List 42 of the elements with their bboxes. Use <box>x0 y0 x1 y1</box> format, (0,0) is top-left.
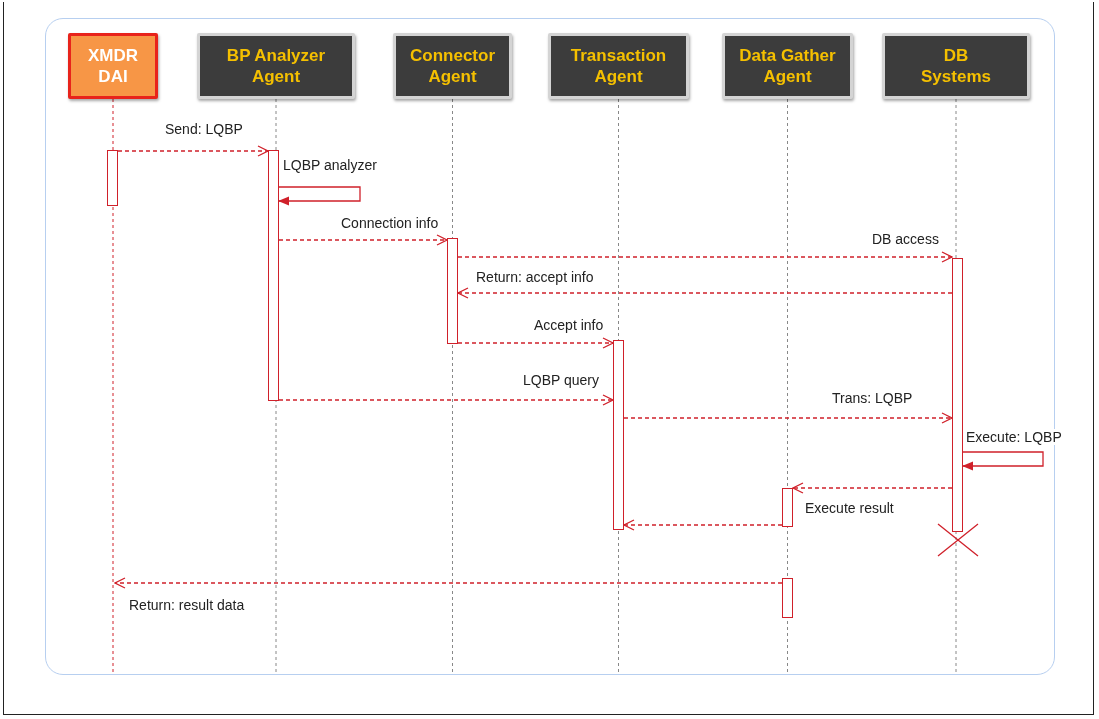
message-label: LQBP analyzer <box>281 157 379 173</box>
activation-bar <box>107 150 118 206</box>
lifeline-header <box>548 33 689 99</box>
message-arrow <box>278 234 448 246</box>
message-arrow <box>278 394 614 406</box>
message-label: LQBP query <box>521 372 601 388</box>
activation-bar <box>447 238 458 344</box>
message-label: Execute: LQBP <box>964 429 1064 445</box>
message-label: Connection info <box>339 215 441 231</box>
lifeline-header <box>722 33 853 99</box>
message-label: Trans: LQBP <box>830 390 915 406</box>
message-arrow <box>457 251 953 263</box>
header-text: XMDR DAI <box>88 45 138 87</box>
activation-bar <box>782 488 793 527</box>
lifeline-header <box>882 33 1030 99</box>
message-arrow <box>117 145 269 157</box>
activation-bar <box>782 578 793 618</box>
message-arrow <box>114 577 783 589</box>
header-text: DB Systems <box>920 45 992 87</box>
activation-bar <box>613 340 624 530</box>
lifeline-header <box>68 33 158 99</box>
message-arrow <box>457 337 614 349</box>
message-label: Return: result data <box>127 597 247 613</box>
message-arrow <box>623 412 953 424</box>
message-label: DB access <box>870 231 941 247</box>
self-message-arrow <box>962 451 1044 471</box>
header-text: Transaction Agent <box>569 45 668 87</box>
message-arrow <box>792 482 953 494</box>
self-message-arrow <box>278 186 361 206</box>
lifeline-header <box>393 33 512 99</box>
message-label: Execute result <box>803 500 896 516</box>
header-text: Data Gather Agent <box>738 45 837 87</box>
activation-bar <box>952 258 963 532</box>
activation-bar <box>268 150 279 401</box>
lifeline-header <box>197 33 355 99</box>
message-label: Return: accept info <box>474 269 596 285</box>
header-text: BP Analyzer Agent <box>225 45 327 87</box>
header-text: Connector Agent <box>409 45 496 87</box>
message-arrow <box>457 287 953 299</box>
message-label: Accept info <box>532 317 606 333</box>
message-arrow <box>623 519 783 531</box>
message-label: Send: LQBP <box>163 121 245 137</box>
